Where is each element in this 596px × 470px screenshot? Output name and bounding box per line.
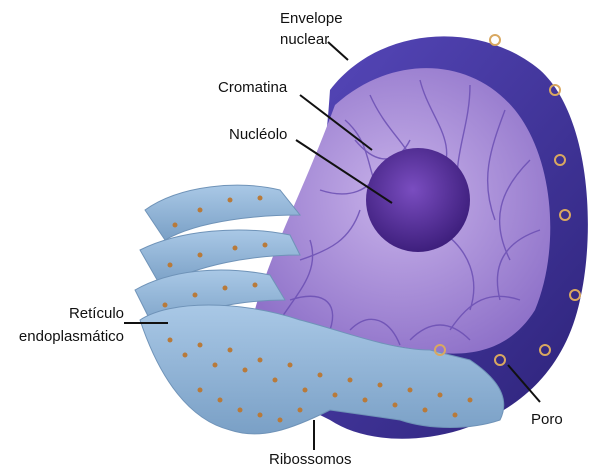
envelope-label-line1: Envelope — [280, 10, 343, 27]
pore-label: Poro — [531, 411, 563, 428]
ribosomes-label: Ribossomos — [269, 451, 352, 468]
nucleolus-label: Nucléolo — [229, 126, 287, 143]
er-label-line2: endoplasmático — [10, 328, 124, 345]
nucleolus — [366, 148, 470, 252]
er-label-line1: Retículo — [10, 305, 124, 322]
envelope-leader-line — [328, 42, 348, 60]
envelope-label-line2: nuclear — [280, 31, 329, 48]
chromatin-label: Cromatina — [218, 79, 287, 96]
